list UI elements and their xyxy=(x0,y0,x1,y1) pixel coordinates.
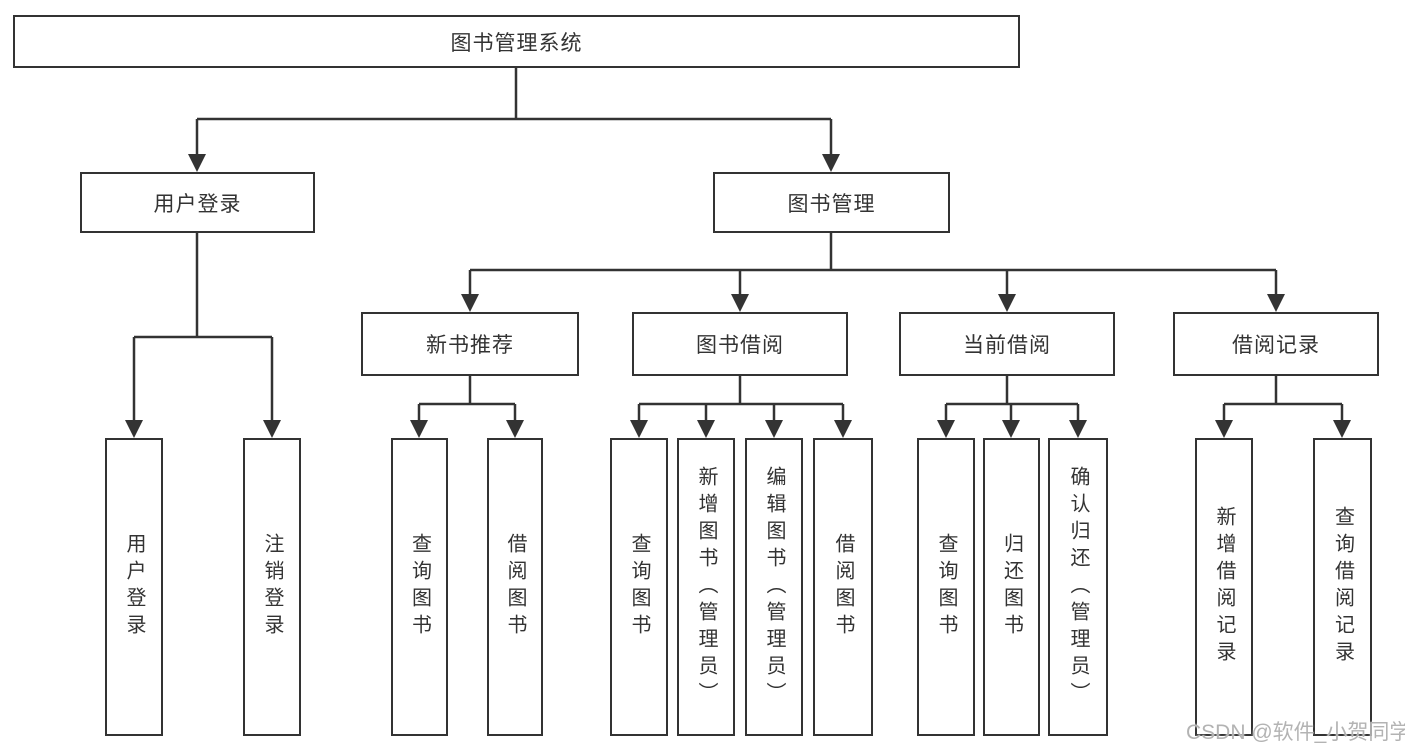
node-borrow-records: 借阅记录 xyxy=(1173,312,1379,376)
node-label: 图书借阅 xyxy=(696,334,784,357)
node-library-management-system: 图书管理系统 xyxy=(13,15,1020,68)
csdn-watermark: CSDN @软件_小贺同学 xyxy=(1186,721,1405,744)
leaf-label: 确认归还（管理员） xyxy=(1067,465,1089,709)
node-label: 新书推荐 xyxy=(426,334,514,357)
node-label: 借阅记录 xyxy=(1232,334,1320,357)
node-label: 图书管理 xyxy=(787,192,876,216)
arrowhead xyxy=(263,420,281,438)
node-user-login: 用户登录 xyxy=(80,172,315,233)
leaf-borrow-books-2: 借阅图书 xyxy=(813,438,873,736)
arrowhead xyxy=(697,420,715,438)
leaf-label: 注销登录 xyxy=(261,533,283,641)
leaf-borrow-books-1: 借阅图书 xyxy=(487,438,543,736)
leaf-label: 借阅图书 xyxy=(832,533,854,641)
arrowhead xyxy=(834,420,852,438)
leaf-user-login: 用户登录 xyxy=(105,438,163,736)
arrowhead xyxy=(125,420,143,438)
arrowhead xyxy=(630,420,648,438)
node-label: 图书管理系统 xyxy=(450,31,583,55)
leaf-label: 借阅图书 xyxy=(504,533,526,641)
arrowhead xyxy=(998,294,1016,312)
leaf-confirm-return-admin: 确认归还（管理员） xyxy=(1048,438,1108,736)
arrowhead xyxy=(188,154,206,172)
node-label: 用户登录 xyxy=(153,192,242,216)
arrowhead xyxy=(506,420,524,438)
node-new-book-recommend: 新书推荐 xyxy=(361,312,579,376)
arrowhead xyxy=(731,294,749,312)
arrowhead xyxy=(410,420,428,438)
leaf-query-books-3: 查询图书 xyxy=(917,438,975,736)
arrowhead xyxy=(1333,420,1351,438)
leaf-label: 新增图书（管理员） xyxy=(695,465,717,709)
leaf-query-books-1: 查询图书 xyxy=(391,438,448,736)
arrowhead xyxy=(1002,420,1020,438)
arrowhead xyxy=(822,154,840,172)
arrowhead xyxy=(765,420,783,438)
leaf-label: 查询图书 xyxy=(935,533,957,641)
leaf-add-borrow-record: 新增借阅记录 xyxy=(1195,438,1253,736)
leaf-label: 查询图书 xyxy=(628,533,650,641)
leaf-label: 用户登录 xyxy=(123,533,145,641)
arrowhead xyxy=(1215,420,1233,438)
leaf-logout: 注销登录 xyxy=(243,438,301,736)
leaf-label: 编辑图书（管理员） xyxy=(763,465,785,709)
node-current-borrowing: 当前借阅 xyxy=(899,312,1115,376)
leaf-add-books-admin: 新增图书（管理员） xyxy=(677,438,735,736)
arrowhead xyxy=(461,294,479,312)
leaf-query-books-2: 查询图书 xyxy=(610,438,668,736)
leaf-label: 查询借阅记录 xyxy=(1331,506,1354,668)
leaf-label: 新增借阅记录 xyxy=(1213,506,1235,668)
leaf-return-books: 归还图书 xyxy=(983,438,1040,736)
leaf-label: 查询图书 xyxy=(408,533,431,641)
node-label: 当前借阅 xyxy=(963,334,1051,357)
node-book-borrowing: 图书借阅 xyxy=(632,312,848,376)
arrowhead xyxy=(1267,294,1285,312)
arrowhead xyxy=(937,420,955,438)
leaf-edit-books-admin: 编辑图书（管理员） xyxy=(745,438,803,736)
leaf-label: 归还图书 xyxy=(1000,533,1023,641)
leaf-query-borrow-record: 查询借阅记录 xyxy=(1313,438,1372,736)
arrowhead xyxy=(1069,420,1087,438)
node-book-management: 图书管理 xyxy=(713,172,950,233)
